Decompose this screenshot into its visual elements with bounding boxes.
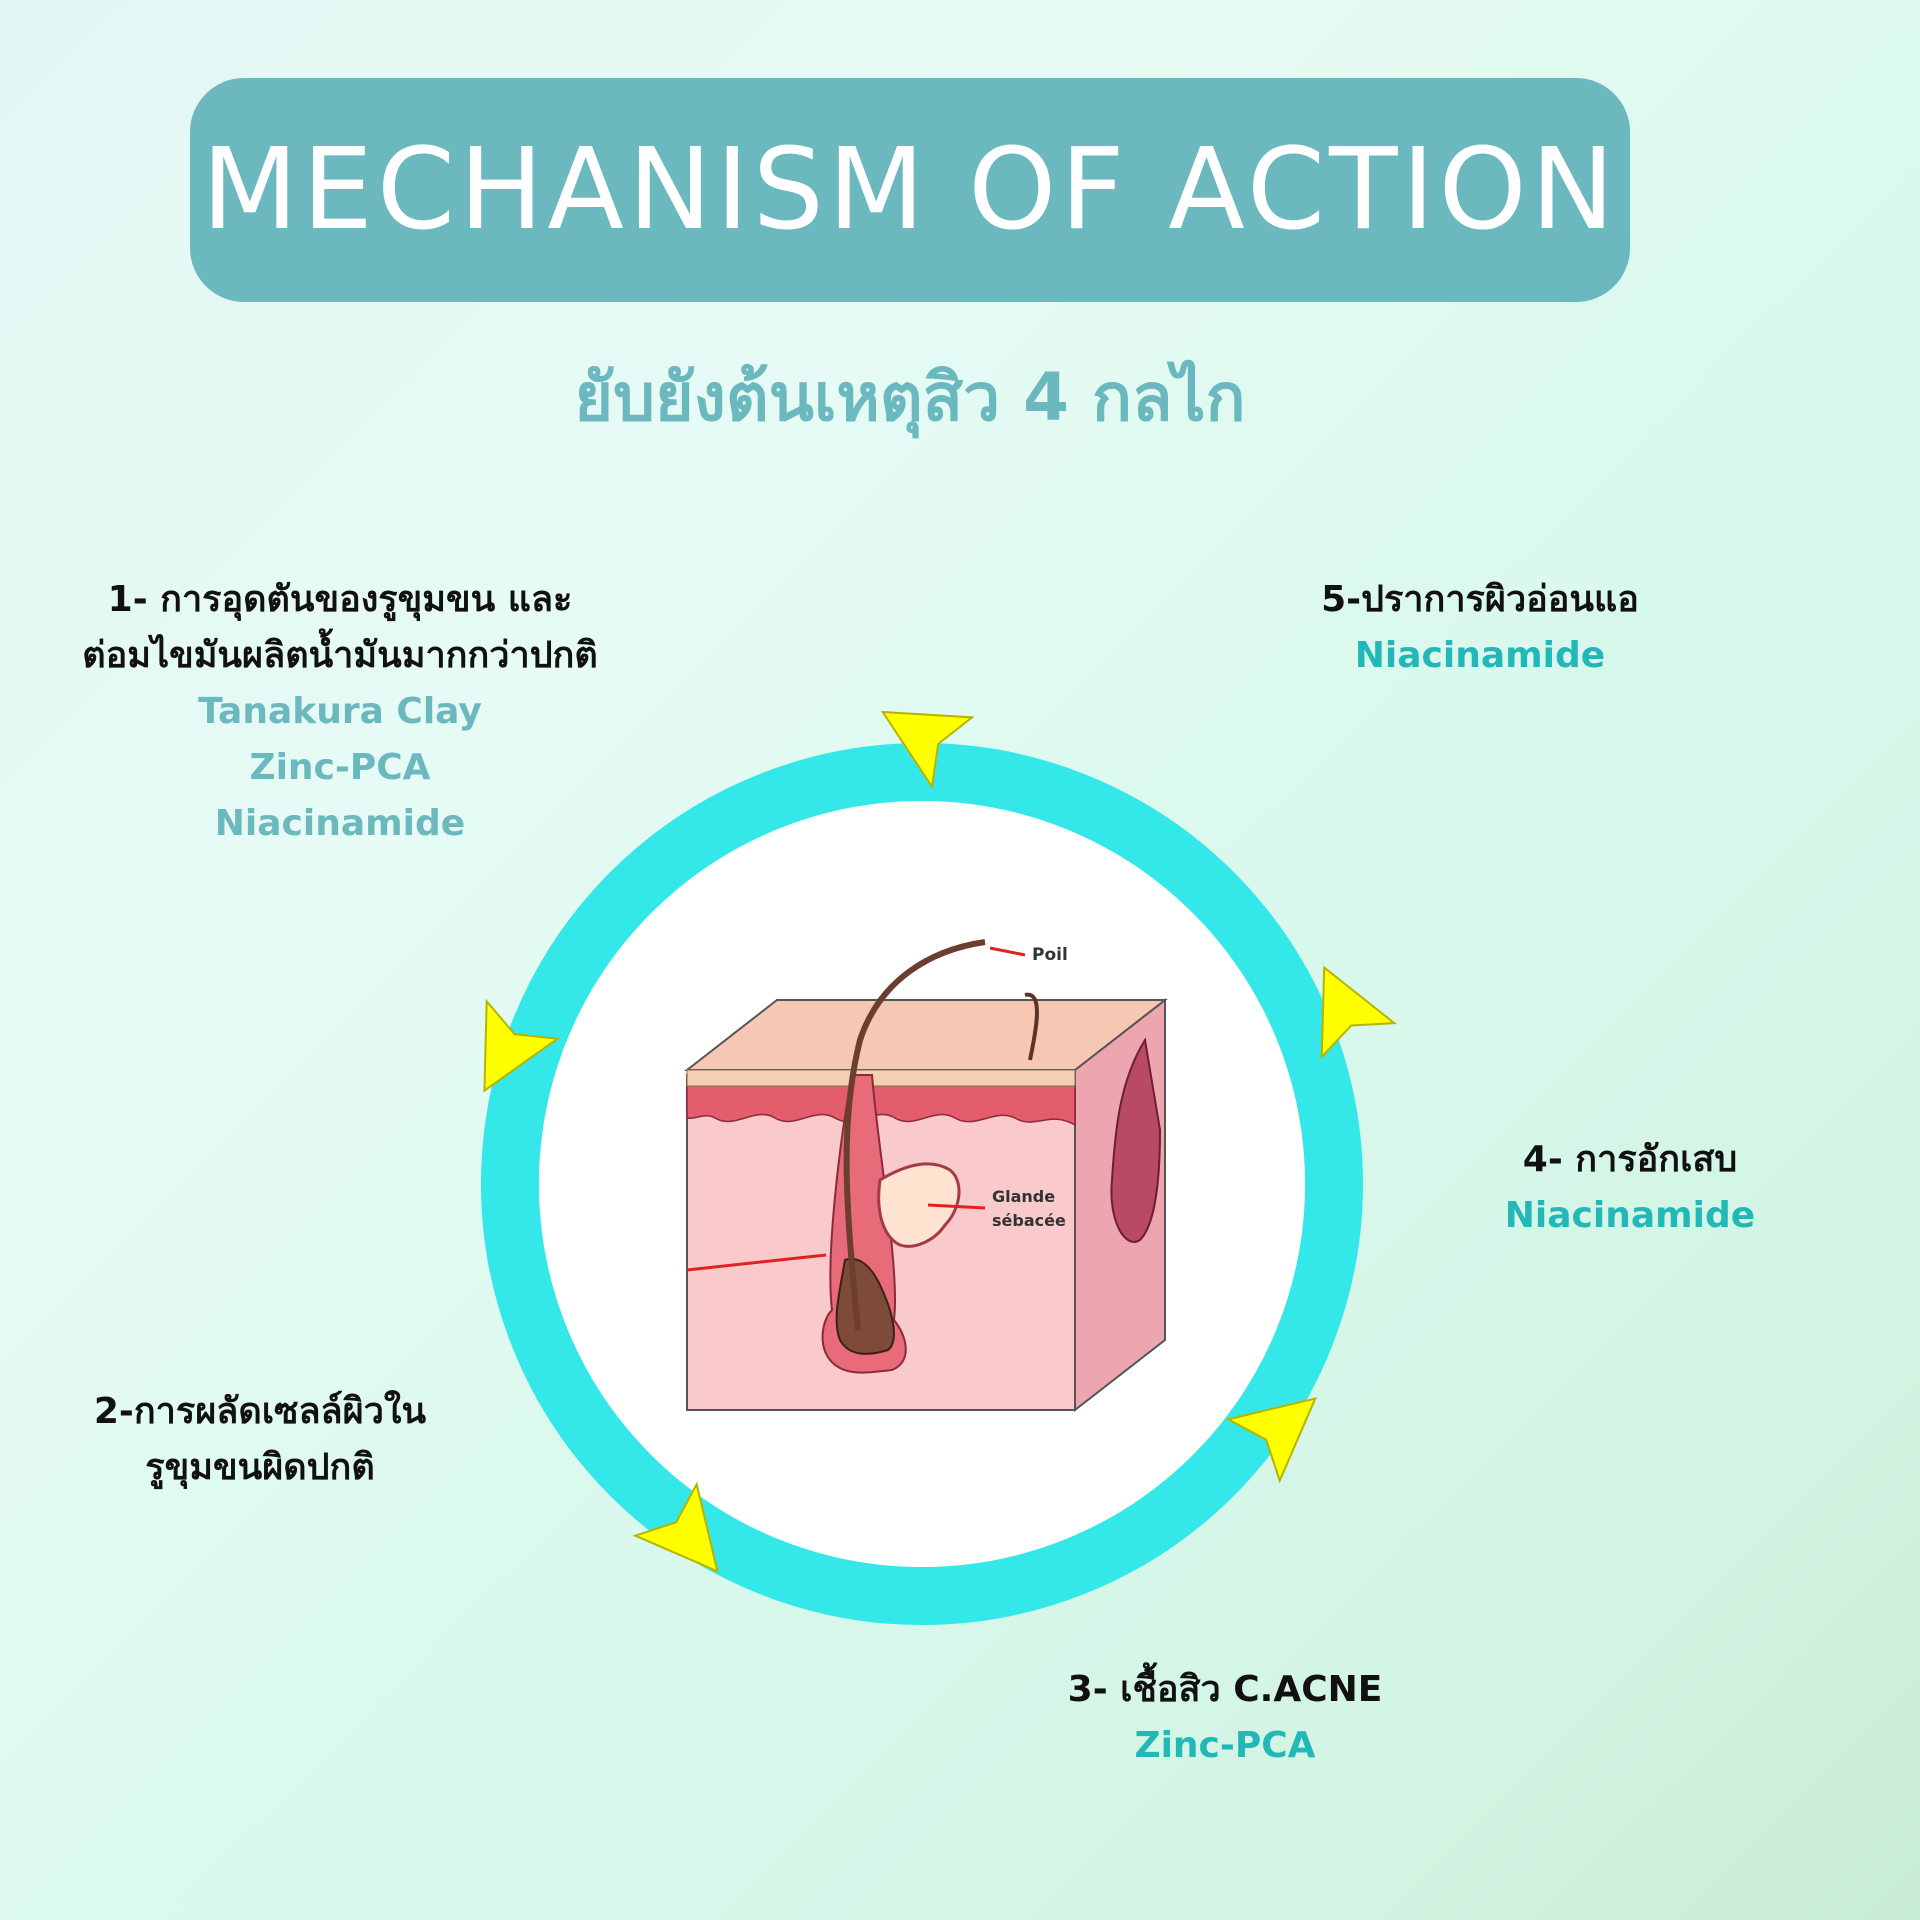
sebaceous-gland	[877, 1162, 961, 1248]
mechanism-2-heading-line-2: รูขุมขนผิดปกติ	[145, 1447, 375, 1488]
page-title: MECHANISM OF ACTION	[201, 125, 1619, 255]
label-sebacee: sébacée	[992, 1211, 1066, 1230]
cycle-arrow-top-icon	[880, 710, 975, 790]
mechanism-3-ingredient-1: Zinc-PCA	[1134, 1725, 1316, 1766]
cycle-arrow-lower-left-icon	[632, 1481, 719, 1573]
poil-pointer	[989, 946, 1026, 957]
mechanism-3-heading: 3- เชื้อสิว C.ACNE	[1067, 1669, 1383, 1710]
mechanism-5-ingredient-1: Niacinamide	[1354, 635, 1606, 676]
mechanism-1-ingredient-2: Zinc-PCA	[249, 747, 431, 788]
mechanism-5: 5-ปราการผิวอ่อนแอ Niacinamide	[1180, 572, 1780, 684]
mechanism-1-heading-line-2: ต่อมไขมันผลิตน้ำมันมากกว่าปกติ	[82, 635, 598, 676]
title-banner: MECHANISM OF ACTION	[190, 78, 1630, 302]
sweat-gland-side	[1110, 1037, 1162, 1243]
label-glande: Glande	[992, 1187, 1055, 1206]
cycle-arrow-upper-right-icon	[1320, 965, 1397, 1060]
hair-shaft	[843, 939, 986, 1331]
mechanism-4-ingredient-1: Niacinamide	[1504, 1195, 1756, 1236]
arrow-group	[483, 710, 1397, 1573]
mechanism-4-heading: 4- การอักเสบ	[1522, 1139, 1738, 1180]
hair-shaft-small	[1024, 992, 1039, 1061]
mechanism-1-heading-line-1: 1- การอุดตันของรูขุมขน และ	[107, 579, 573, 620]
epidermis-band	[686, 1069, 1076, 1087]
mechanism-1-ingredient-3: Niacinamide	[214, 803, 466, 844]
follicle-pointer	[686, 1253, 827, 1272]
mechanism-3: 3- เชื้อสิว C.ACNE Zinc-PCA	[1000, 1662, 1450, 1774]
glande-pointer	[927, 1203, 986, 1210]
cycle-arrow-upper-left-icon	[483, 998, 561, 1093]
label-poil: Poil	[1032, 945, 1068, 965]
mechanism-1-ingredient-1: Tanakura Clay	[198, 691, 482, 732]
cycle-arrow-lower-right-icon	[1225, 1397, 1317, 1484]
mechanism-1: 1- การอุดตันของรูขุมขน และ ต่อมไขมันผลิต…	[30, 572, 650, 852]
page-subtitle: ยับยังต้นเหตุสิว 4 กลไก	[574, 359, 1246, 436]
mechanism-5-heading: 5-ปราการผิวอ่อนแอ	[1321, 579, 1639, 620]
mechanism-4: 4- การอักเสบ Niacinamide	[1410, 1132, 1850, 1244]
mechanism-2: 2-การผลัดเซลล์ผิวใน รูขุมขนผิดปกติ	[40, 1384, 480, 1496]
skin-cross-section-illustration: Poil Glande sébacée	[684, 939, 1168, 1413]
mechanism-2-heading-line-1: 2-การผลัดเซลล์ผิวใน	[93, 1391, 427, 1432]
